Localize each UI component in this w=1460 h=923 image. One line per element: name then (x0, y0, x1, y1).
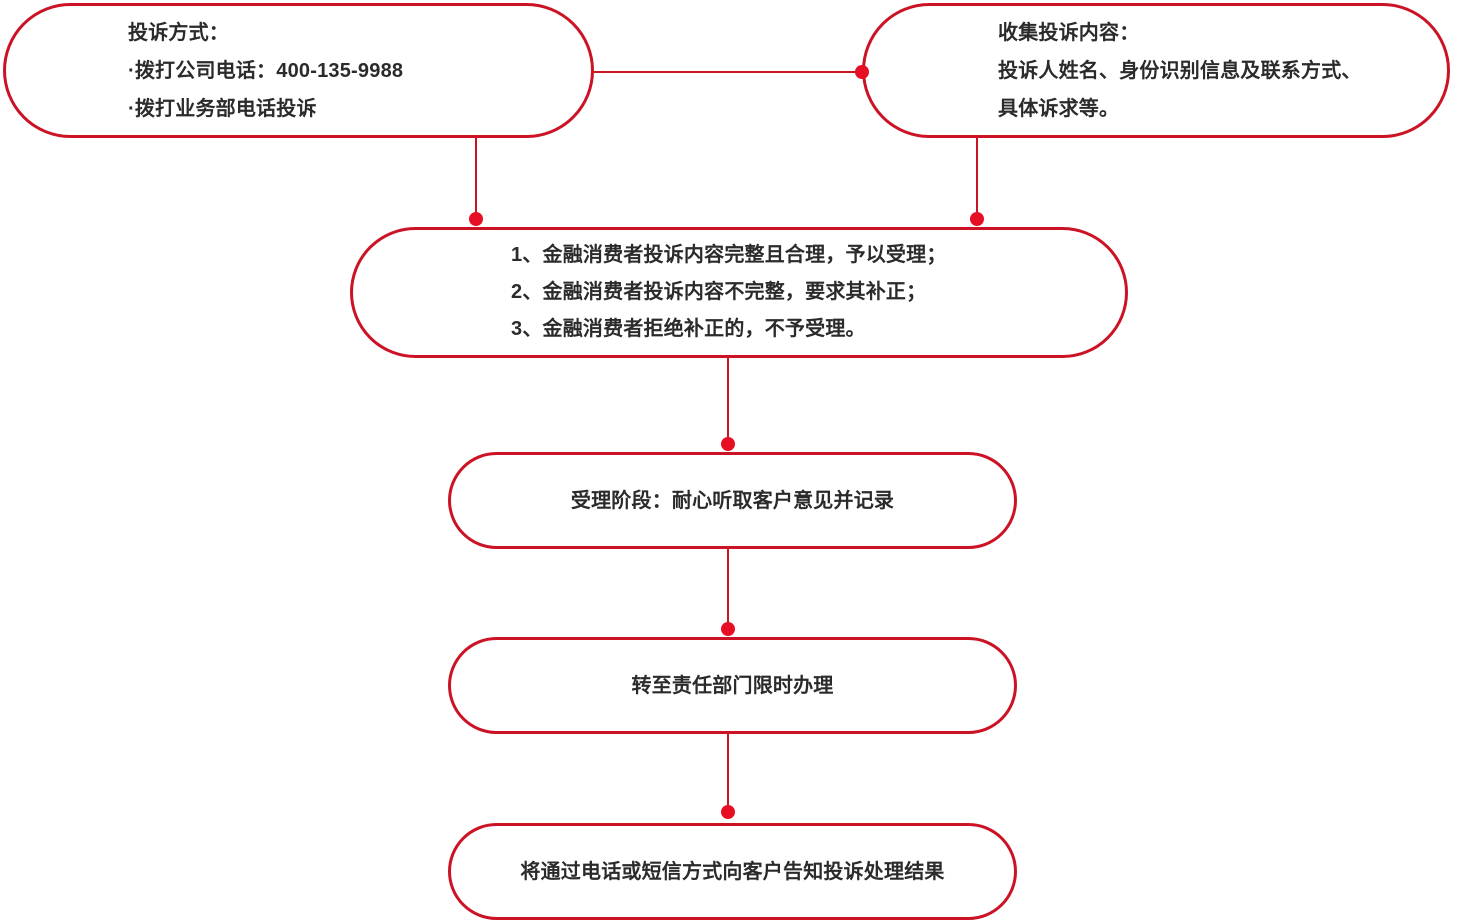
connector-methods-to-rules (475, 138, 477, 219)
node-acceptance-rules: 1、金融消费者投诉内容完整且合理，予以受理； 2、金融消费者投诉内容不完整，要求… (350, 227, 1128, 358)
connector-dot-rules-right (970, 212, 984, 226)
node-complaint-methods: 投诉方式： ·拨打公司电话：400-135-9988 ·拨打业务部电话投诉 (3, 3, 594, 138)
node-listen-record-label: 受理阶段：耐心听取客户意见并记录 (570, 489, 895, 512)
node-transfer-dept: 转至责任部门限时办理 (448, 637, 1017, 734)
connector-transfer-to-notify (727, 734, 729, 812)
connector-dot-notify-result (721, 805, 735, 819)
connector-listen-to-transfer (727, 549, 729, 629)
connector-dot-listen-record (721, 437, 735, 451)
node-listen-record: 受理阶段：耐心听取客户意见并记录 (448, 452, 1017, 549)
node-acceptance-rules-line-2: 2、金融消费者投诉内容不完整，要求其补正； (511, 281, 927, 303)
node-collect-content: 收集投诉内容： 投诉人姓名、身份识别信息及联系方式、 具体诉求等。 (862, 3, 1450, 138)
connector-dot-collect-content (855, 65, 869, 79)
node-acceptance-rules-line-3: 3、金融消费者拒绝补正的，不予受理。 (511, 318, 866, 340)
node-collect-content-line-1: 收集投诉内容： (998, 21, 1140, 44)
node-complaint-methods-line-2: ·拨打公司电话：400-135-9988 (128, 59, 404, 82)
node-acceptance-rules-line-1: 1、金融消费者投诉内容完整且合理，予以受理； (511, 244, 947, 266)
connector-dot-transfer-dept (721, 622, 735, 636)
connector-collect-to-rules (976, 138, 978, 219)
connector-rules-to-listen (727, 358, 729, 444)
node-notify-result: 将通过电话或短信方式向客户告知投诉处理结果 (448, 823, 1017, 920)
node-collect-content-line-2: 投诉人姓名、身份识别信息及联系方式、 (998, 59, 1362, 82)
node-notify-result-label: 将通过电话或短信方式向客户告知投诉处理结果 (520, 860, 945, 883)
connector-methods-to-collect (594, 71, 862, 73)
node-complaint-methods-line-3: ·拨打业务部电话投诉 (128, 97, 317, 120)
node-transfer-dept-label: 转至责任部门限时办理 (631, 674, 834, 697)
node-collect-content-line-3: 具体诉求等。 (998, 97, 1120, 120)
node-complaint-methods-line-1: 投诉方式： (128, 21, 229, 44)
connector-dot-rules-left (469, 212, 483, 226)
